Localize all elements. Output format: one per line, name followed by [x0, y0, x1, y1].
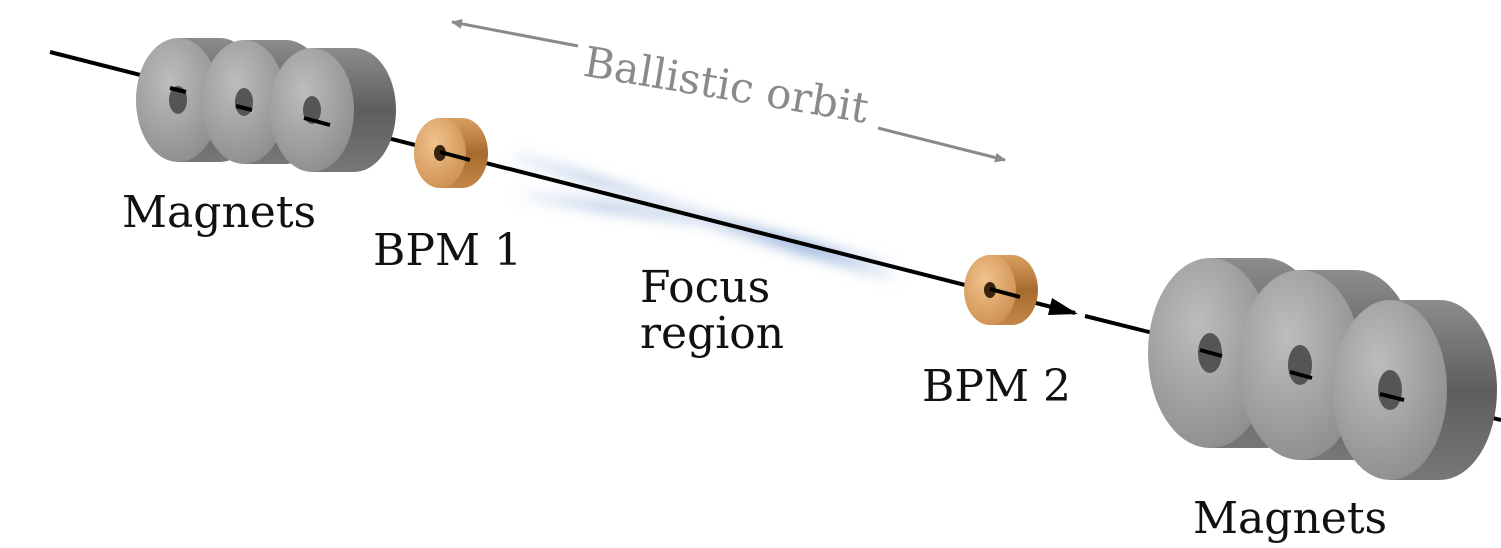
beam-arrowhead [1048, 298, 1078, 315]
bpm1-device [414, 118, 488, 188]
magnets-right-label: Magnets [1193, 493, 1388, 544]
bpm2-device [964, 255, 1038, 325]
magnet-disc [270, 48, 396, 172]
magnets-right [1148, 258, 1497, 480]
bpm1-label: BPM 1 [373, 225, 522, 276]
magnets-left [136, 38, 396, 172]
focus-label-line1: Focus [640, 262, 771, 313]
magnets-left-label: Magnets [122, 187, 317, 238]
focus-label-line2: region [640, 308, 785, 360]
magnet-disc [1333, 300, 1497, 480]
bpm2-label: BPM 2 [922, 361, 1071, 412]
focus-region-label: Focus region [640, 262, 785, 360]
ballistic-orbit-arrow [451, 18, 1006, 163]
focus-region-glow [500, 150, 900, 285]
